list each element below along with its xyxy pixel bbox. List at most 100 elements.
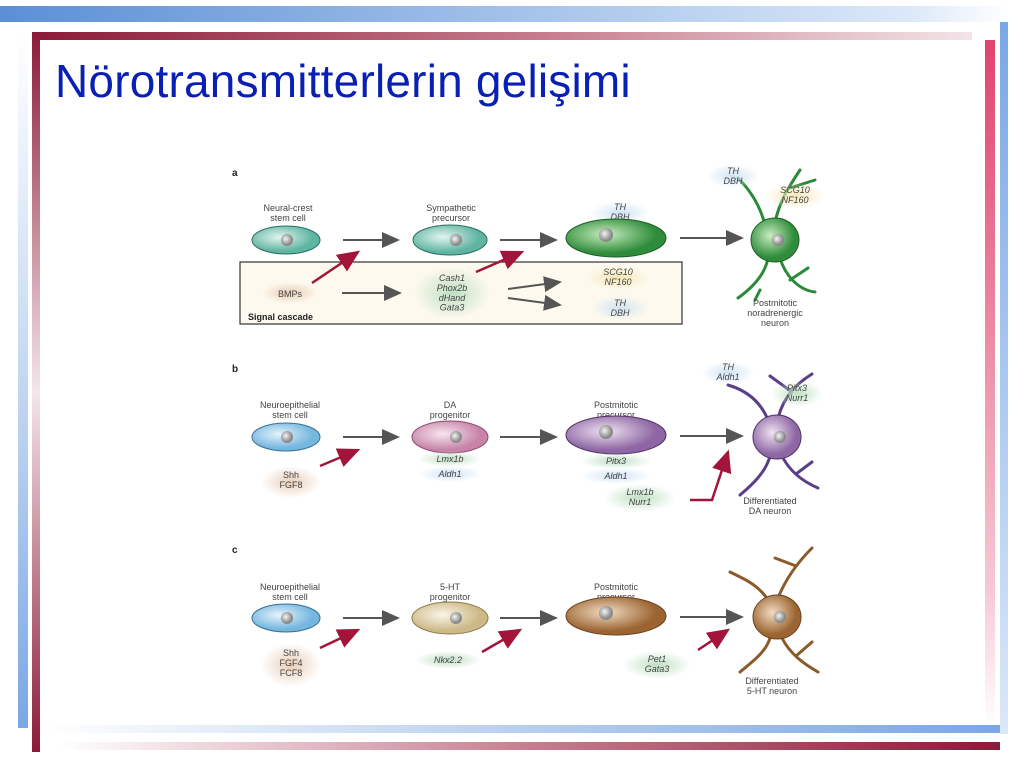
text-line: SCG10 xyxy=(780,185,810,195)
text-line: Nurr1 xyxy=(786,393,809,403)
right-pink-bar xyxy=(985,40,995,728)
b-prec-factor1: Pitx3 xyxy=(606,456,626,466)
text-line: Aldh1 xyxy=(715,372,739,382)
text-line: DBH xyxy=(723,176,743,186)
a-neuron-top-halo xyxy=(707,164,759,188)
a-neuron-nucleus xyxy=(772,234,784,246)
text-line: progenitor xyxy=(430,410,471,420)
a-nucleus-3 xyxy=(599,228,613,242)
left-maroon-bar xyxy=(32,32,40,752)
b-prec-factor2-halo xyxy=(580,468,652,484)
text-line: stem cell xyxy=(272,592,308,602)
b-neuron-nucleus xyxy=(774,431,786,443)
text-line: Lmx1b xyxy=(626,487,653,497)
text-line: NF160 xyxy=(604,277,631,287)
text-line: Neuroepithelial xyxy=(260,400,320,410)
panel-a-letter: a xyxy=(232,168,238,179)
a-bmps-halo xyxy=(262,282,318,304)
text-line: FGF4 xyxy=(279,658,302,668)
text-line: Postmitotic xyxy=(594,400,639,410)
text-line: Gata3 xyxy=(440,303,465,313)
text-line: 5-HT xyxy=(440,582,461,592)
left-blue-bar xyxy=(18,32,28,728)
b-prec-factor2: Aldh1 xyxy=(603,471,627,481)
a-green-precursor-cell xyxy=(565,218,667,258)
text-line: TH xyxy=(614,298,626,308)
top-gradient-bar xyxy=(0,6,1010,22)
a-out1-halo xyxy=(586,266,650,290)
text-line: Postmitotic xyxy=(753,298,798,308)
b-nucleus-2 xyxy=(450,431,462,443)
c-signal-halo xyxy=(261,643,321,687)
right-blue-bar xyxy=(1000,22,1008,734)
b-signal-halo xyxy=(261,466,321,498)
c-postmitotic-precursor-cell xyxy=(565,596,667,636)
text-line: Sympathetic xyxy=(426,203,476,213)
b-prog-factor2: Aldh1 xyxy=(437,469,461,479)
panel-b-letter: b xyxy=(232,364,238,375)
text-line: DBH xyxy=(610,212,630,222)
b-nucleus-3 xyxy=(599,425,613,439)
bottom-maroon-bar xyxy=(60,742,1000,750)
text-line: Shh xyxy=(283,470,299,480)
b-prog-factor1: Lmx1b xyxy=(436,454,463,464)
bottom-blue-bar xyxy=(40,725,1000,733)
text-line: SCG10 xyxy=(603,267,633,277)
a-red-arrow-2 xyxy=(475,250,525,274)
c-neuron-nucleus xyxy=(774,611,786,623)
b-neuron-side-halo xyxy=(771,381,823,407)
a-nucleus-2 xyxy=(450,234,462,246)
text-line: stem cell xyxy=(270,213,306,223)
a-nucleus-1 xyxy=(281,234,293,246)
b-late-factors-halo xyxy=(604,484,676,512)
text-line: TH xyxy=(722,362,734,372)
text-line: Nurr1 xyxy=(629,497,652,507)
text-line: Neuroepithelial xyxy=(260,582,320,592)
b-prog-factor2-halo xyxy=(418,466,482,482)
text-line: TH xyxy=(727,166,739,176)
a-red-arrow-1 xyxy=(311,250,361,285)
c-nucleus-1 xyxy=(281,612,293,624)
text-line: Pet1 xyxy=(648,654,667,664)
text-line: Differentiated xyxy=(743,496,796,506)
b-neuron-top-halo xyxy=(702,361,754,385)
text-line: Neural-crest xyxy=(263,203,313,213)
panel-c-letter: c xyxy=(232,545,238,556)
a-box-label: Signal cascade xyxy=(248,312,313,322)
text-line: 5-HT neuron xyxy=(747,686,797,696)
text-line: Pitx3 xyxy=(787,383,807,393)
text-line: precursor xyxy=(432,213,470,223)
c-5ht-neuron xyxy=(728,546,820,674)
c-late-factors-halo xyxy=(623,651,691,679)
text-line: NF160 xyxy=(781,195,808,205)
b-red-arrow-1 xyxy=(319,448,361,468)
text-line: progenitor xyxy=(430,592,471,602)
text-line: Differentiated xyxy=(745,676,798,686)
c-prog-factor-halo xyxy=(414,651,482,669)
b-postmitotic-precursor-cell xyxy=(565,415,667,455)
slide-title: Nörotransmitterlerin gelişimi xyxy=(55,55,631,107)
text-line: TH xyxy=(614,202,626,212)
text-line: DA xyxy=(444,400,457,410)
text-line: stem cell xyxy=(272,410,308,420)
text-line: FGF8 xyxy=(279,480,302,490)
top-maroon-bar xyxy=(32,32,972,40)
a-factors-halo xyxy=(414,267,490,319)
